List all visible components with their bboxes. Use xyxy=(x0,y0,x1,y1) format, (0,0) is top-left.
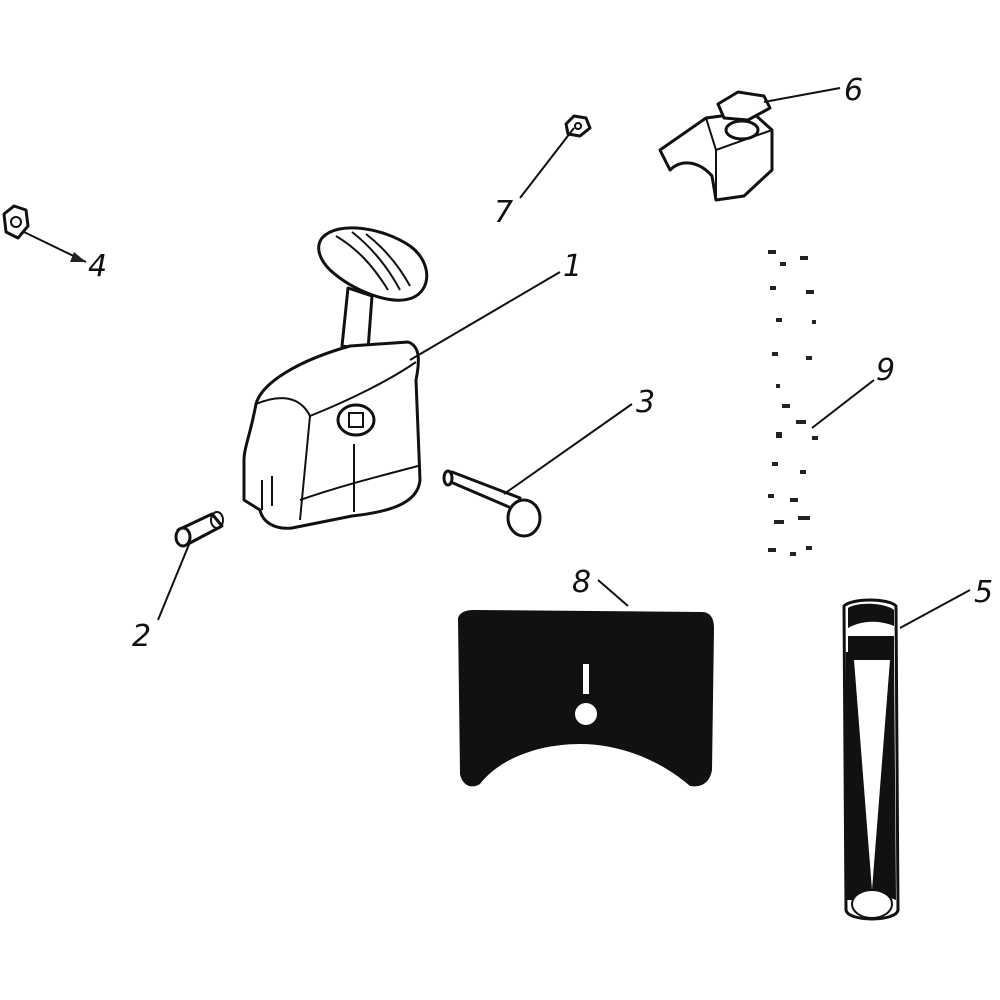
leader-lines xyxy=(23,87,971,629)
leader-2 xyxy=(157,541,191,621)
leader-5 xyxy=(899,589,971,629)
part-4-hex-nut xyxy=(2,204,30,240)
callout-5: 5 xyxy=(974,575,993,610)
leader-6 xyxy=(763,87,841,103)
part-5-lever xyxy=(842,598,900,921)
callout-labels: 1 2 3 4 5 6 7 8 9 xyxy=(88,73,993,654)
callout-9: 9 xyxy=(876,353,895,388)
callout-7: 7 xyxy=(494,195,513,230)
callout-4: 4 xyxy=(88,249,107,284)
callout-6: 6 xyxy=(844,73,863,108)
part-1-control-box xyxy=(242,226,429,530)
leader-7 xyxy=(519,127,575,199)
part-3-pin xyxy=(442,469,542,538)
part-9-cable-dotted xyxy=(768,250,818,556)
callout-8: 8 xyxy=(572,565,591,600)
part-8-bracket-plate xyxy=(458,610,714,787)
part-2-spacer xyxy=(174,511,224,548)
leader-9 xyxy=(811,379,875,429)
callout-3: 3 xyxy=(636,385,655,420)
leader-1 xyxy=(409,271,561,361)
part-6-cable-cover xyxy=(658,90,774,202)
leader-3 xyxy=(503,403,633,495)
leader-4-arrowhead xyxy=(70,252,86,262)
callout-1: 1 xyxy=(563,249,582,284)
callout-2: 2 xyxy=(132,619,151,654)
leader-8 xyxy=(597,579,629,607)
